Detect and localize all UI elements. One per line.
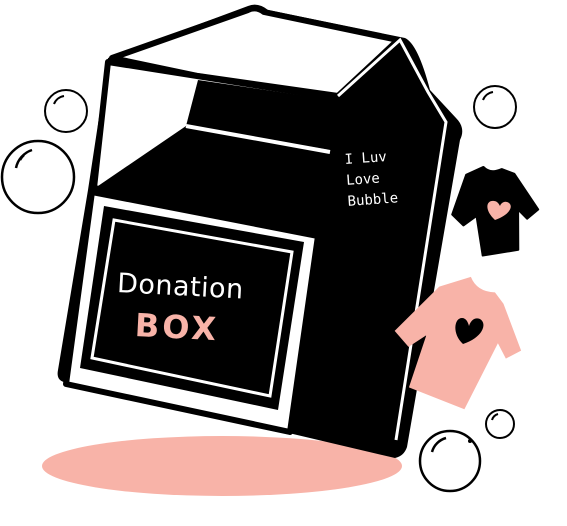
box-side-text: I Luv Love Bubble	[344, 144, 438, 213]
bubble-icon	[44, 89, 88, 133]
bubble-icon	[485, 409, 515, 439]
bubble-icon	[418, 429, 482, 493]
box-side-edge	[336, 37, 448, 441]
tshirt-pink-icon	[394, 276, 522, 410]
floor-shadow	[42, 436, 402, 496]
bubble-icon	[473, 85, 517, 129]
tshirt-black-icon	[451, 165, 540, 257]
box-label-inner	[90, 218, 294, 398]
box-slot-floor	[98, 126, 330, 232]
box-label-subtitle: BOX	[134, 306, 221, 349]
heart-icon	[487, 200, 511, 220]
box-slot-opening	[186, 80, 334, 150]
slot-edge	[185, 124, 331, 154]
heart-icon	[455, 318, 484, 344]
bubble-icon	[0, 139, 76, 215]
